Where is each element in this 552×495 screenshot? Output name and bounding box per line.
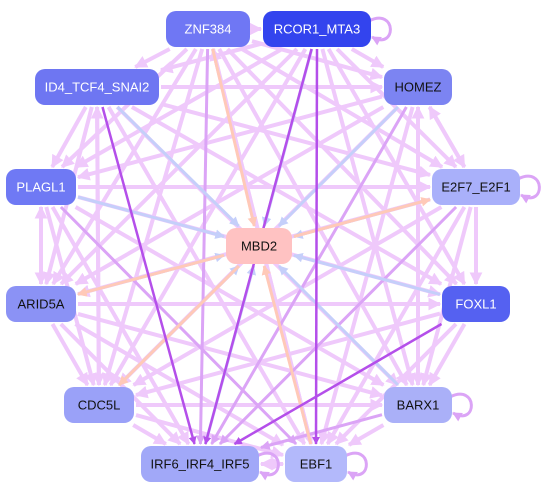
node-irf6_irf4_irf5[interactable]: IRF6_IRF4_IRF5 — [141, 446, 259, 482]
node-e2f7_e2f1[interactable]: E2F7_E2F1 — [432, 169, 520, 205]
node-box — [263, 11, 371, 47]
edge-cdc5l-to-irf6_irf4_irf5 — [132, 423, 167, 446]
node-box — [6, 169, 76, 205]
node-id4_tcf4_snai2[interactable]: ID4_TCF4_SNAI2 — [35, 69, 159, 105]
edge-homez-to-arid5a — [74, 105, 385, 286]
edge-id4_tcf4_snai2-to-ebf1 — [106, 105, 307, 446]
edge-e2f7_e2f1-to-homez — [427, 105, 467, 169]
edge-id4_tcf4_snai2-to-plagl1 — [50, 106, 88, 169]
edge-homez-to-mbd2 — [277, 105, 400, 228]
node-box — [64, 387, 134, 423]
node-box — [166, 11, 250, 47]
edge-barx1-to-mbd2 — [277, 264, 400, 387]
edge-mbd2-to-cdc5l — [118, 264, 240, 387]
edge-id4_tcf4_snai2-to-mbd2 — [116, 105, 240, 228]
self-loop-barx1 — [449, 392, 473, 422]
edge-znf384-to-irf6_irf4_irf5 — [195, 48, 210, 445]
node-ebf1[interactable]: EBF1 — [285, 446, 347, 482]
node-znf384[interactable]: ZNF384 — [166, 11, 250, 47]
edge-rcor1_mta3-to-ebf1 — [312, 48, 321, 445]
node-rcor1_mta3[interactable]: RCOR1_MTA3 — [263, 11, 371, 47]
node-foxl1[interactable]: FOXL1 — [442, 286, 510, 322]
edge-plagl1-to-mbd2 — [77, 195, 225, 239]
edge-rcor1_mta3-to-homez — [350, 47, 385, 69]
node-barx1[interactable]: BARX1 — [384, 387, 452, 423]
edge-ebf1-to-mbd2 — [261, 265, 313, 445]
edge-foxl1-to-irf6_irf4_irf5 — [233, 322, 443, 446]
edge-cdc5l-to-ebf1 — [135, 413, 285, 459]
edge-znf384-to-id4_tcf4_snai2 — [134, 47, 171, 69]
self-loop-ebf1 — [344, 451, 368, 481]
edge-rcor1_mta3-to-cdc5l — [108, 47, 308, 387]
node-arid5a[interactable]: ARID5A — [6, 286, 76, 322]
node-box — [442, 286, 510, 322]
node-box — [226, 228, 292, 264]
node-box — [384, 69, 452, 105]
edge-homez-to-irf6_irf4_irf5 — [210, 106, 408, 445]
node-box — [141, 446, 259, 482]
edge-arid5a-to-cdc5l — [50, 323, 90, 387]
node-mbd2[interactable]: MBD2 — [226, 228, 292, 264]
edge-foxl1-to-barx1 — [427, 323, 467, 387]
edge-znf384-to-mbd2 — [211, 48, 257, 227]
edge-barx1-to-ebf1 — [347, 423, 385, 447]
edge-foxl1-to-mbd2 — [293, 252, 441, 296]
self-loop-e2f7_e2f1 — [517, 174, 541, 204]
edge-id4_tcf4_snai2-to-foxl1 — [130, 105, 443, 286]
edge-barx1-to-irf6_irf4_irf5 — [260, 413, 383, 450]
node-homez[interactable]: HOMEZ — [384, 69, 452, 105]
edge-e2f7_e2f1-to-cdc5l — [132, 205, 443, 387]
node-plagl1[interactable]: PLAGL1 — [6, 169, 76, 205]
node-cdc5l[interactable]: CDC5L — [64, 387, 134, 423]
node-box — [35, 69, 159, 105]
node-box — [432, 169, 520, 205]
self-loop-rcor1_mta3 — [368, 16, 392, 46]
node-box — [384, 387, 452, 423]
node-box — [6, 286, 76, 322]
edge-homez-to-plagl1 — [76, 94, 383, 181]
self-loops-layer — [256, 16, 541, 481]
edge-mbd2-to-arid5a — [77, 253, 225, 297]
edge-id4_tcf4_snai2-to-irf6_irf4_irf5 — [101, 106, 197, 445]
self-loop-irf6_irf4_irf5 — [256, 451, 280, 481]
edge-plagl1-to-barx1 — [74, 205, 385, 387]
node-box — [285, 446, 347, 482]
